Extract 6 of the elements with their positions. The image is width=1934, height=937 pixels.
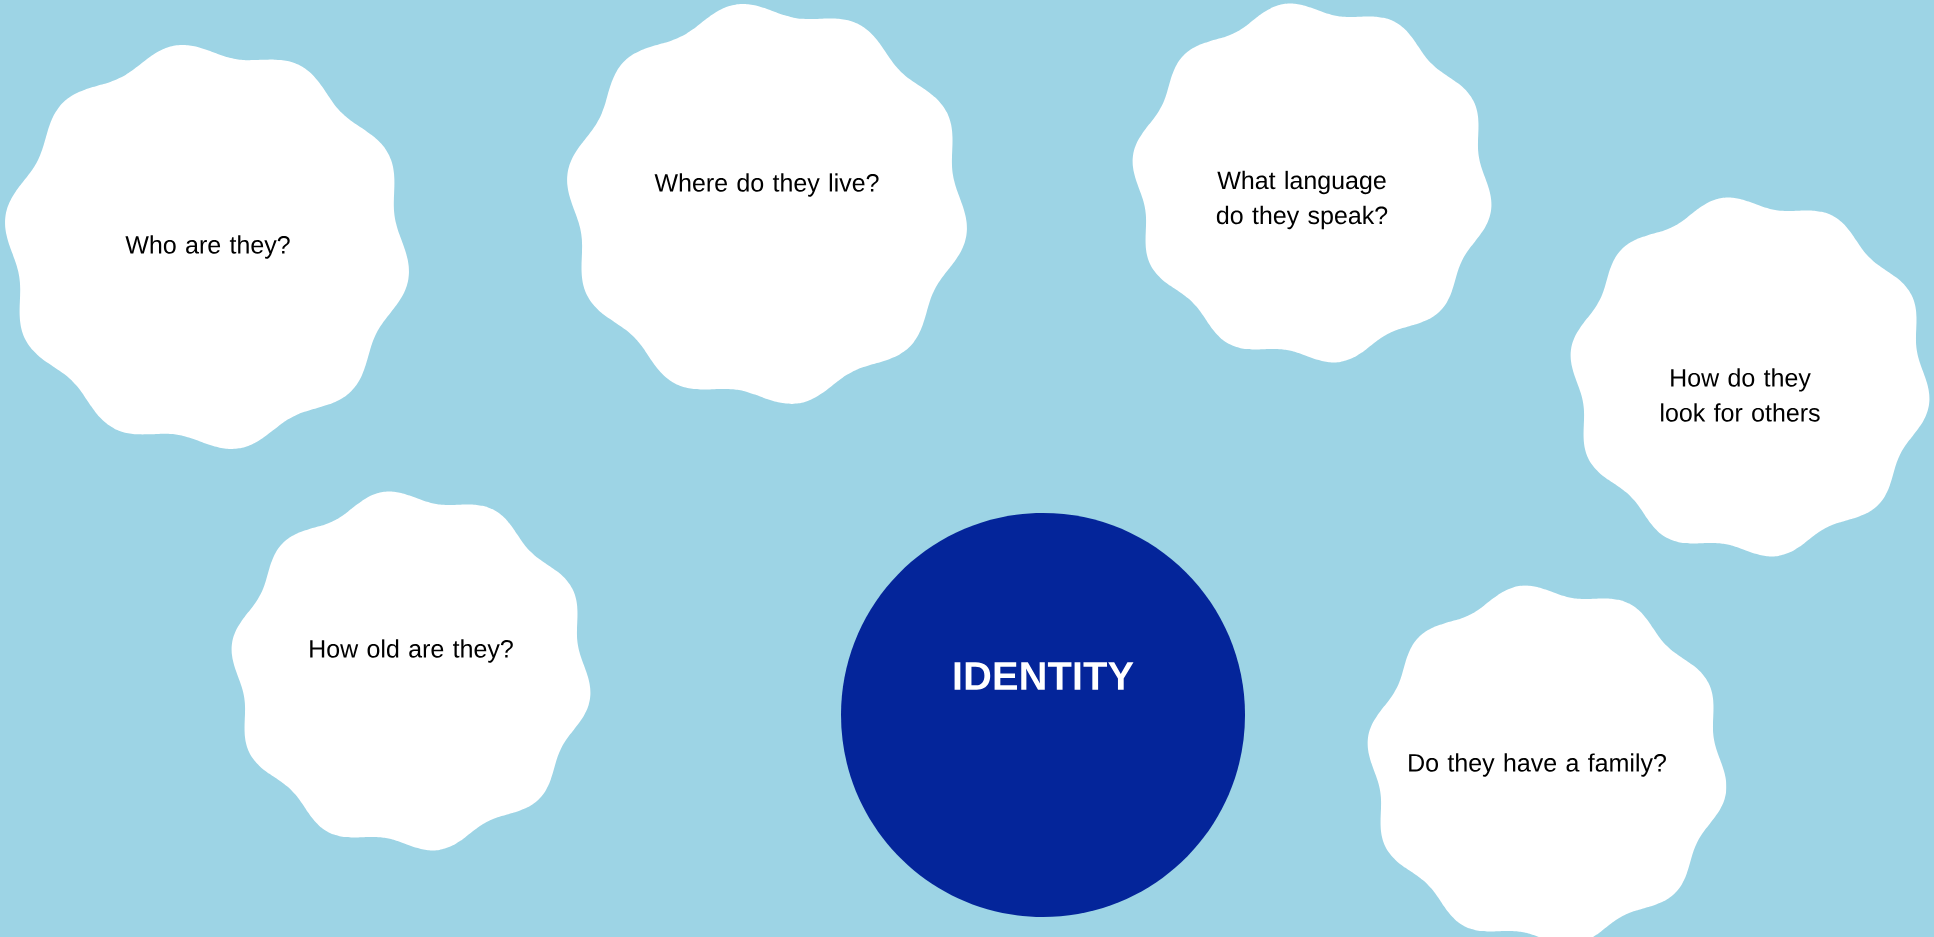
wavy-bubble: What language do they speak? (1132, 3, 1492, 363)
wavy-bubble: Where do they live? (567, 4, 967, 404)
wavy-bubble: How do they look for others (1570, 197, 1930, 557)
wavy-bubble: How old are they? (231, 491, 591, 851)
wavy-bubble: Do they have a family? (1367, 585, 1727, 937)
wavy-bubble: Who are they? (5, 45, 409, 449)
